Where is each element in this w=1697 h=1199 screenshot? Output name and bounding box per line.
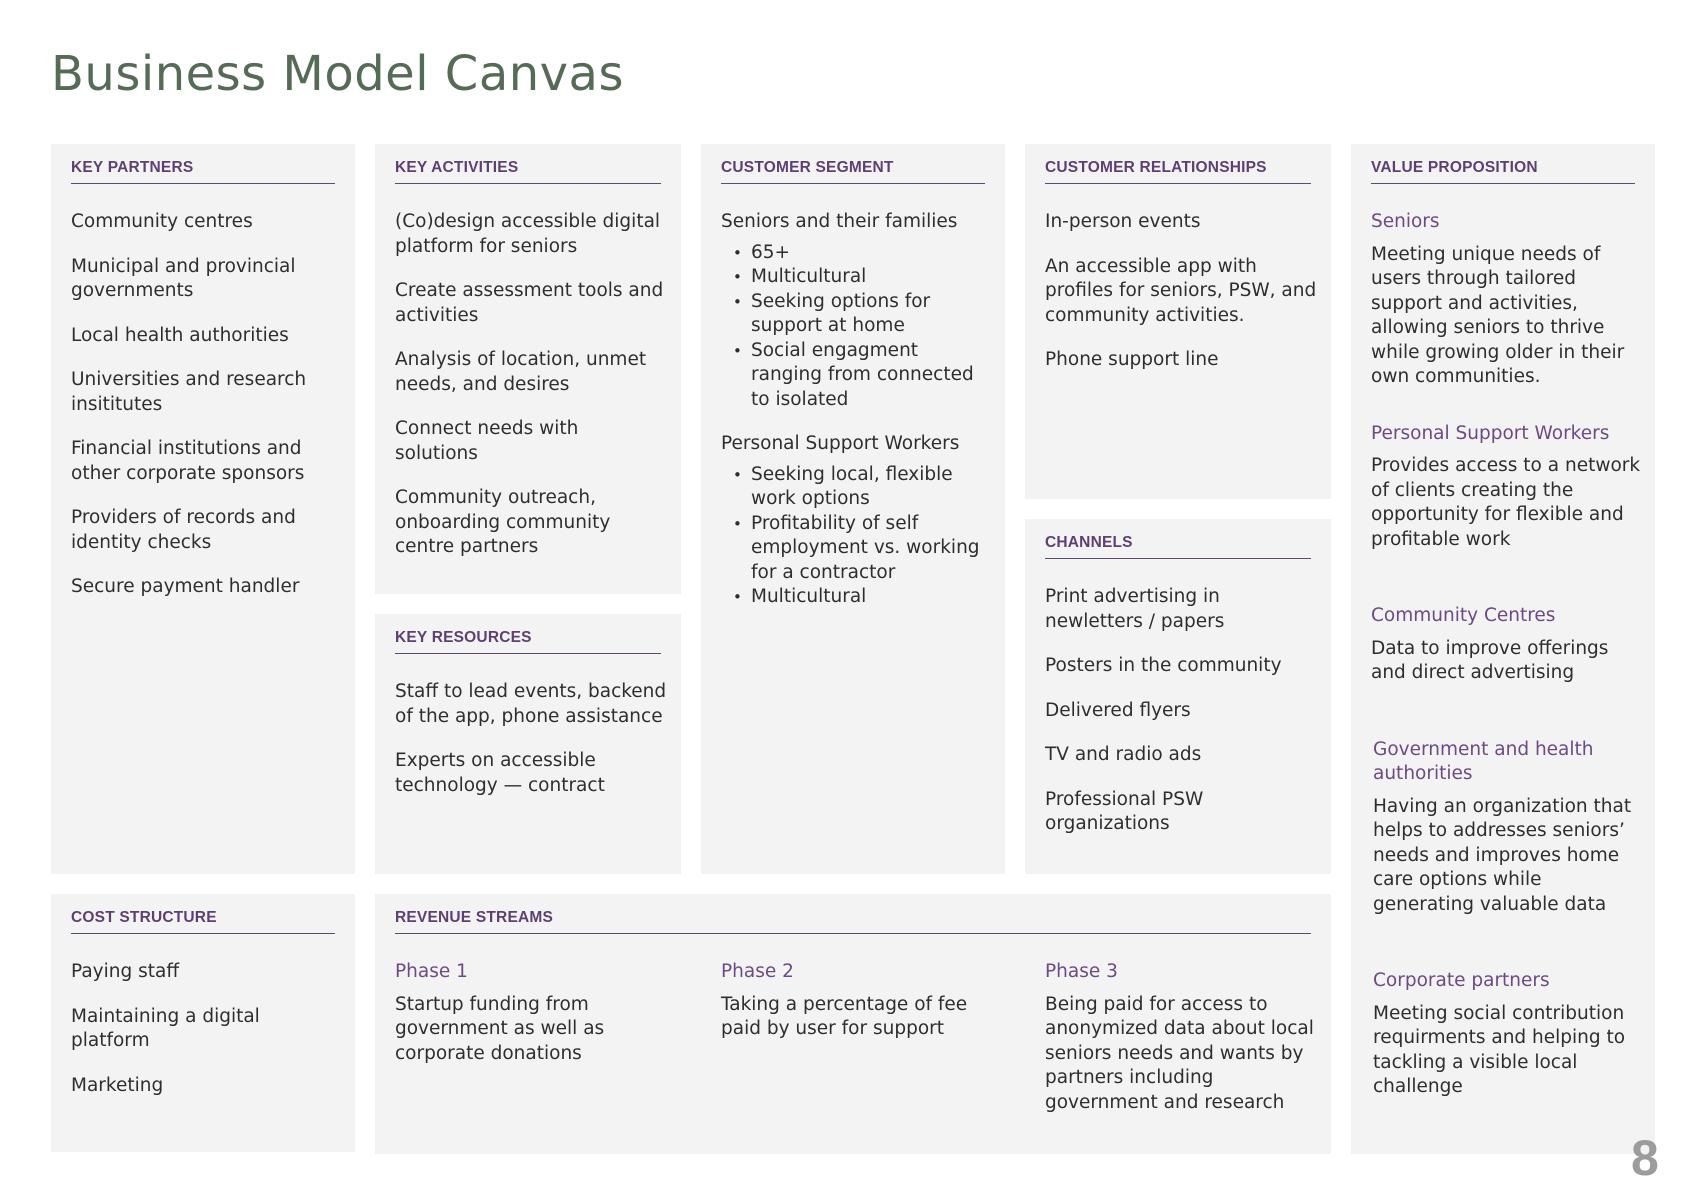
list-item: Connect needs with solutions: [395, 418, 579, 464]
cost-structure-panel: COST STRUCTURE Paying staff Maintaining …: [51, 894, 355, 1152]
list-item: Professional PSW organizations: [1045, 788, 1204, 835]
list-item: Analysis of location, unmet needs, and d…: [395, 349, 647, 395]
list-item: Local health authorities: [71, 324, 289, 346]
value-item-text: Provides access to a network of clients …: [1371, 455, 1641, 550]
list-item: Posters in the community: [1045, 655, 1282, 676]
segment-label: Seniors and their families: [721, 211, 958, 232]
phase-title: Phase 2: [721, 961, 794, 982]
list-item: Phone support line: [1045, 349, 1219, 370]
key-resources-heading: KEY RESOURCES: [395, 629, 661, 654]
revenue-streams-heading: REVENUE STREAMS: [395, 909, 1311, 934]
value-item: Government and health authorities Having…: [1371, 738, 1645, 918]
list-item: Paying staff: [71, 961, 180, 982]
cost-structure-heading: COST STRUCTURE: [71, 909, 335, 934]
revenue-phase-3: Phase 3 Being paid for access to anonymi…: [1045, 960, 1317, 1115]
revenue-phase-1: Phase 1 Startup funding from government …: [395, 960, 665, 1066]
phase-text: Being paid for access to anonymized data…: [1045, 993, 1314, 1113]
value-item: Community Centres Data to improve offeri…: [1371, 604, 1645, 686]
channels-panel: CHANNELS Print advertising in newletters…: [1025, 519, 1331, 874]
key-resources-panel: KEY RESOURCES Staff to lead events, back…: [375, 614, 681, 874]
list-item: Seeking options for support at home: [721, 290, 991, 339]
value-item-text: Data to improve offerings and direct adv…: [1371, 637, 1609, 684]
value-proposition-heading: VALUE PROPOSITION: [1371, 159, 1635, 184]
value-item-title: Seniors: [1371, 211, 1440, 232]
value-item-title: Community Centres: [1371, 605, 1556, 626]
list-item: An accessible app with profiles for seni…: [1045, 255, 1317, 326]
revenue-streams-panel: REVENUE STREAMS Phase 1 Startup funding …: [375, 894, 1331, 1154]
segment-label: Personal Support Workers: [721, 433, 960, 454]
value-proposition-panel: VALUE PROPOSITION Seniors Meeting unique…: [1351, 144, 1655, 1154]
value-item-text: Meeting social contribution requirments …: [1373, 1002, 1626, 1098]
list-item: Multicultural: [721, 585, 991, 610]
customer-relationships-heading: CUSTOMER RELATIONSHIPS: [1045, 159, 1311, 184]
customer-relationships-panel: CUSTOMER RELATIONSHIPS In-person events …: [1025, 144, 1331, 499]
revenue-phase-2: Phase 2 Taking a percentage of fee paid …: [721, 960, 991, 1042]
value-item: Seniors Meeting unique needs of users th…: [1371, 210, 1645, 390]
phase-title: Phase 3: [1045, 961, 1118, 982]
key-activities-panel: KEY ACTIVITIES (Co)design accessible dig…: [375, 144, 681, 594]
list-item: Print advertising in newletters / papers: [1045, 586, 1225, 632]
list-item: Community centres: [71, 211, 253, 232]
value-item-title: Government and health authorities: [1373, 738, 1594, 785]
list-item: Social engagment ranging from connected …: [721, 339, 991, 413]
key-activities-heading: KEY ACTIVITIES: [395, 159, 661, 184]
list-item: Secure payment handler: [71, 576, 300, 597]
list-item: TV and radio ads: [1045, 744, 1202, 765]
list-item: Municipal and provincial governments: [71, 255, 296, 302]
page-title: Business Model Canvas: [51, 46, 624, 102]
segment-bullets: 65+ Multicultural Seeking options for su…: [721, 241, 991, 413]
list-item: (Co)design accessible digital platform f…: [395, 211, 661, 257]
list-item: In-person events: [1045, 211, 1201, 232]
key-partners-heading: KEY PARTNERS: [71, 159, 335, 184]
value-item: Personal Support Workers Provides access…: [1371, 422, 1645, 553]
list-item: Multicultural: [721, 265, 991, 290]
list-item: Providers of records and identity checks: [71, 507, 296, 553]
list-item: Community outreach, onboarding community…: [395, 487, 611, 557]
segment-bullets: Seeking local, flexible work options Pro…: [721, 463, 991, 610]
list-item: Staff to lead events, backend of the app…: [395, 681, 667, 727]
list-item: Create assessment tools and activities: [395, 280, 664, 326]
list-item: Maintaining a digital platform: [71, 1005, 260, 1052]
list-item: Marketing: [71, 1074, 164, 1096]
list-item: Financial institutions and other corpora…: [71, 438, 305, 484]
list-item: Experts on accessible technology — contr…: [395, 750, 605, 796]
list-item: Seeking local, flexible work options: [721, 463, 991, 512]
phase-text: Startup funding from government as well …: [395, 993, 605, 1064]
value-item-text: Having an organization that helps to add…: [1373, 795, 1632, 915]
list-item: Profitability of self employment vs. wor…: [721, 512, 991, 586]
page-number: 8: [1631, 1130, 1659, 1186]
phase-text: Taking a percentage of fee paid by user …: [721, 993, 968, 1040]
key-partners-panel: KEY PARTNERS Community centres Municipal…: [51, 144, 355, 874]
list-item: Universities and research insititutes: [71, 369, 307, 415]
value-item: Corporate partners Meeting social contri…: [1371, 969, 1645, 1100]
customer-segment-panel: CUSTOMER SEGMENT Seniors and their famil…: [701, 144, 1005, 874]
value-item-title: Corporate partners: [1373, 970, 1550, 991]
list-item: 65+: [721, 241, 991, 266]
value-item-text: Meeting unique needs of users through ta…: [1371, 243, 1625, 388]
channels-heading: CHANNELS: [1045, 534, 1311, 559]
customer-segment-heading: CUSTOMER SEGMENT: [721, 159, 985, 184]
phase-title: Phase 1: [395, 961, 468, 982]
list-item: Delivered flyers: [1045, 699, 1191, 721]
value-item-title: Personal Support Workers: [1371, 422, 1610, 444]
